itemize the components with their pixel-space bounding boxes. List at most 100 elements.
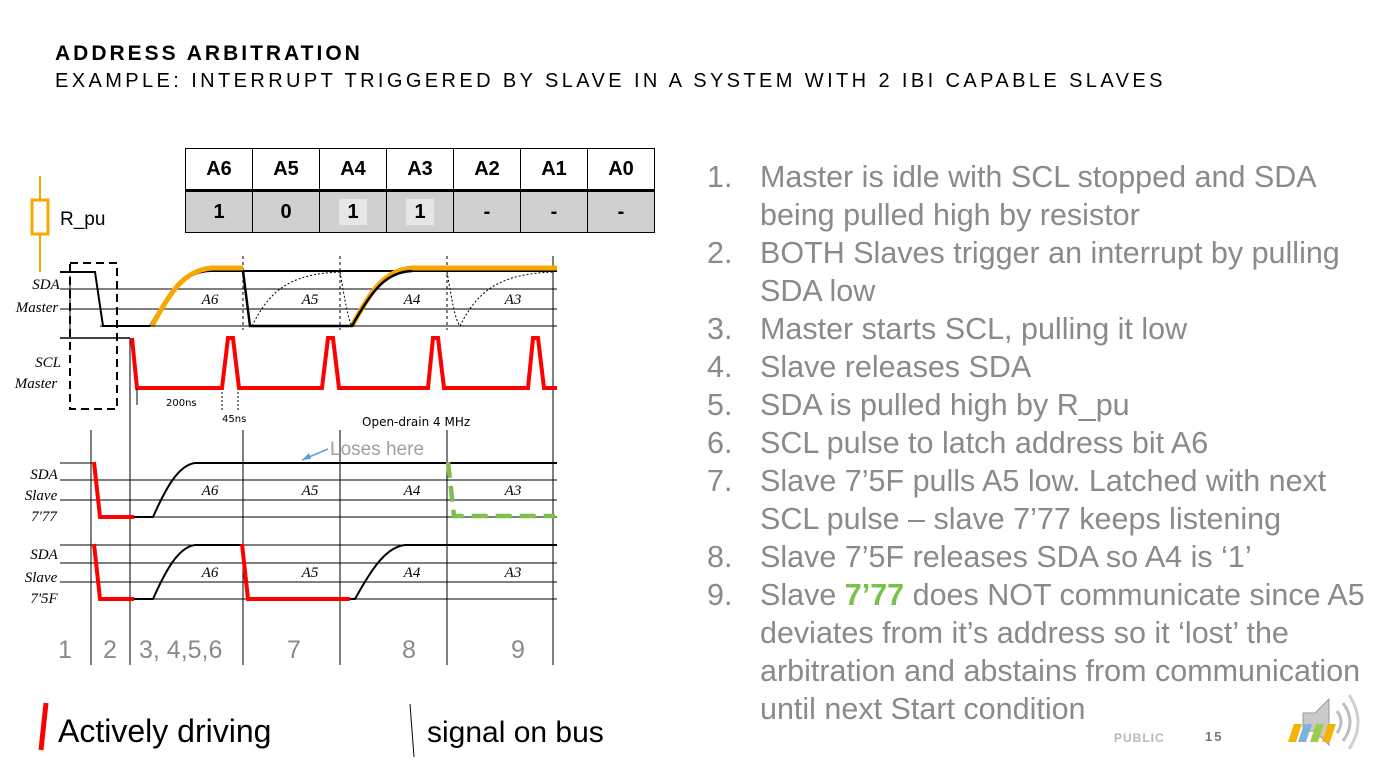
- sda-master-pullup: [349, 265, 557, 328]
- sda-slave5f-label: Slave: [25, 570, 58, 586]
- segment-number: 9: [511, 636, 525, 664]
- address-value-cell: 1: [185, 190, 253, 233]
- address-header-cell: A5: [252, 148, 320, 192]
- slave77-wave: [134, 462, 557, 518]
- step-highlight: 7’77: [844, 578, 905, 612]
- step-item: 5.SDA is pulled high by R_pu: [707, 386, 1372, 424]
- step-text: SCL pulse to latch address bit A6: [760, 426, 1209, 460]
- timing-diagram: R_pu SDA Master SCL Master SDA Slave 7'7…: [14, 176, 557, 758]
- address-value-text: 1: [339, 198, 367, 225]
- sda-master-dotted: [446, 271, 461, 327]
- address-value-cell: -: [453, 190, 521, 233]
- step-text: BOTH Slaves trigger an interrupt by pull…: [760, 236, 1340, 308]
- slave5f-wave: [134, 544, 243, 600]
- step-item: 7. Slave 7’5F pulls A5 low. Latched with …: [707, 462, 1372, 538]
- bit-label: A3: [504, 483, 522, 499]
- segment-number: 8: [402, 636, 416, 664]
- step-number: 8.: [707, 540, 733, 574]
- loses-here-arrowhead: [302, 453, 311, 460]
- bit-label: A3: [504, 565, 522, 581]
- bit-label: A6: [201, 483, 219, 499]
- address-header-cell: A2: [453, 148, 521, 192]
- address-value-text: 1: [406, 198, 434, 225]
- step-text: Slave releases SDA: [760, 350, 1032, 384]
- sda-master-dotted: [251, 271, 341, 327]
- step-text: Master is idle with SCL stopped and SDA …: [760, 160, 1315, 232]
- scl-master-label: Master: [14, 376, 58, 392]
- sda-master-pullup: [149, 265, 243, 328]
- address-header-cell: A1: [520, 148, 588, 192]
- slave5f-drive: [240, 543, 350, 601]
- scl-master-label: SCL: [35, 355, 61, 371]
- address-table: A6 A5 A4 A3 A2 A1 A0 1 0 1 1 - - -: [185, 148, 655, 233]
- address-value-cell: 1: [319, 190, 387, 233]
- slave77-drive: [92, 461, 134, 519]
- address-header-row: A6 A5 A4 A3 A2 A1 A0: [185, 148, 655, 192]
- legend-red-mark: [38, 702, 49, 751]
- step-item: 1. Master is idle with SCL stopped and SD…: [707, 158, 1372, 234]
- slave5f-drive: [92, 543, 134, 601]
- bit-label: A4: [403, 483, 421, 499]
- bit-label: A5: [301, 292, 319, 308]
- step-number: 9.: [707, 578, 733, 612]
- sda-slave5f-label: 7'5F: [30, 591, 58, 607]
- slide-subtitle: EXAMPLE: INTERRUPT TRIGGERED BY SLAVE IN…: [55, 70, 1166, 92]
- timing-45-label: 45ns: [222, 414, 246, 425]
- address-header-cell: A4: [319, 148, 387, 192]
- step-text: Master starts SCL, pulling it low: [760, 312, 1188, 346]
- step-item: 2. BOTH Slaves trigger an interrupt by pu…: [707, 234, 1372, 310]
- bit-label: A4: [403, 292, 421, 308]
- sda-slave77-label: 7'77: [31, 509, 58, 525]
- loses-here-label: Loses here: [330, 439, 424, 460]
- segment-number: 2: [103, 636, 117, 664]
- step-number: 4.: [707, 350, 733, 384]
- address-value-cell: -: [587, 190, 655, 233]
- sda-master-label: Master: [15, 300, 59, 316]
- timing-200-label: 200ns: [166, 398, 197, 409]
- page-number: 15: [1205, 729, 1224, 744]
- step-number: 3.: [707, 312, 733, 346]
- address-header-cell: A6: [185, 148, 253, 192]
- sda-slave77-label: Slave: [25, 488, 58, 504]
- address-value-cell: 0: [252, 190, 320, 233]
- bit-label: A4: [403, 565, 421, 581]
- resistor-icon: [30, 198, 50, 236]
- slave5f-wave: [350, 544, 557, 600]
- step-text: SDA is pulled high by R_pu: [760, 388, 1130, 422]
- sda-slave77-label: SDA: [30, 467, 58, 483]
- sda-master-low: [241, 269, 413, 328]
- address-header-cell: A0: [587, 148, 655, 192]
- sda-master-dotted: [339, 271, 353, 327]
- step-number: 2.: [707, 236, 733, 270]
- segment-number: 1: [58, 636, 72, 664]
- speaker-icon[interactable]: [1285, 683, 1375, 753]
- segment-number: 7: [287, 636, 301, 664]
- nxp-logo: [1288, 724, 1336, 742]
- resistor-label: R_pu: [60, 209, 105, 230]
- classification-label: PUBLIC: [1114, 731, 1165, 745]
- address-value-cell: 1: [386, 190, 454, 233]
- bit-label: A6: [201, 292, 219, 308]
- scl-master-wave: [130, 336, 557, 390]
- bit-label: A5: [301, 483, 319, 499]
- step-item: 4. Slave releases SDA: [707, 348, 1372, 386]
- sda-master-dotted: [459, 271, 554, 327]
- step-text-pre: Slave: [760, 578, 845, 612]
- open-drain-label: Open-drain 4 MHz: [362, 415, 470, 429]
- address-value-row: 1 0 1 1 - - -: [185, 190, 655, 233]
- step-item: 9. Slave 7’77 does NOT communicate since …: [707, 576, 1372, 728]
- segment-number: 3, 4,5,6: [139, 636, 223, 664]
- step-text: Slave 7’5F pulls A5 low. Latched with ne…: [760, 464, 1327, 536]
- step-text-post: does NOT communicate since A5 deviates f…: [760, 578, 1365, 726]
- legend-driving-label: Actively driving: [58, 713, 272, 749]
- sda-master-label: SDA: [32, 277, 60, 293]
- bit-label: A5: [301, 565, 319, 581]
- step-number: 7.: [707, 464, 733, 498]
- step-text: Slave 7’5F releases SDA so A4 is ‘1’: [760, 540, 1252, 574]
- address-value-cell: -: [520, 190, 588, 233]
- master-dashed-box: [69, 262, 118, 410]
- step-item: 3. Master starts SCL, pulling it low: [707, 310, 1372, 348]
- step-number: 1.: [707, 160, 733, 194]
- slide-title: ADDRESS ARBITRATION: [55, 42, 363, 65]
- step-number: 6.: [707, 426, 733, 460]
